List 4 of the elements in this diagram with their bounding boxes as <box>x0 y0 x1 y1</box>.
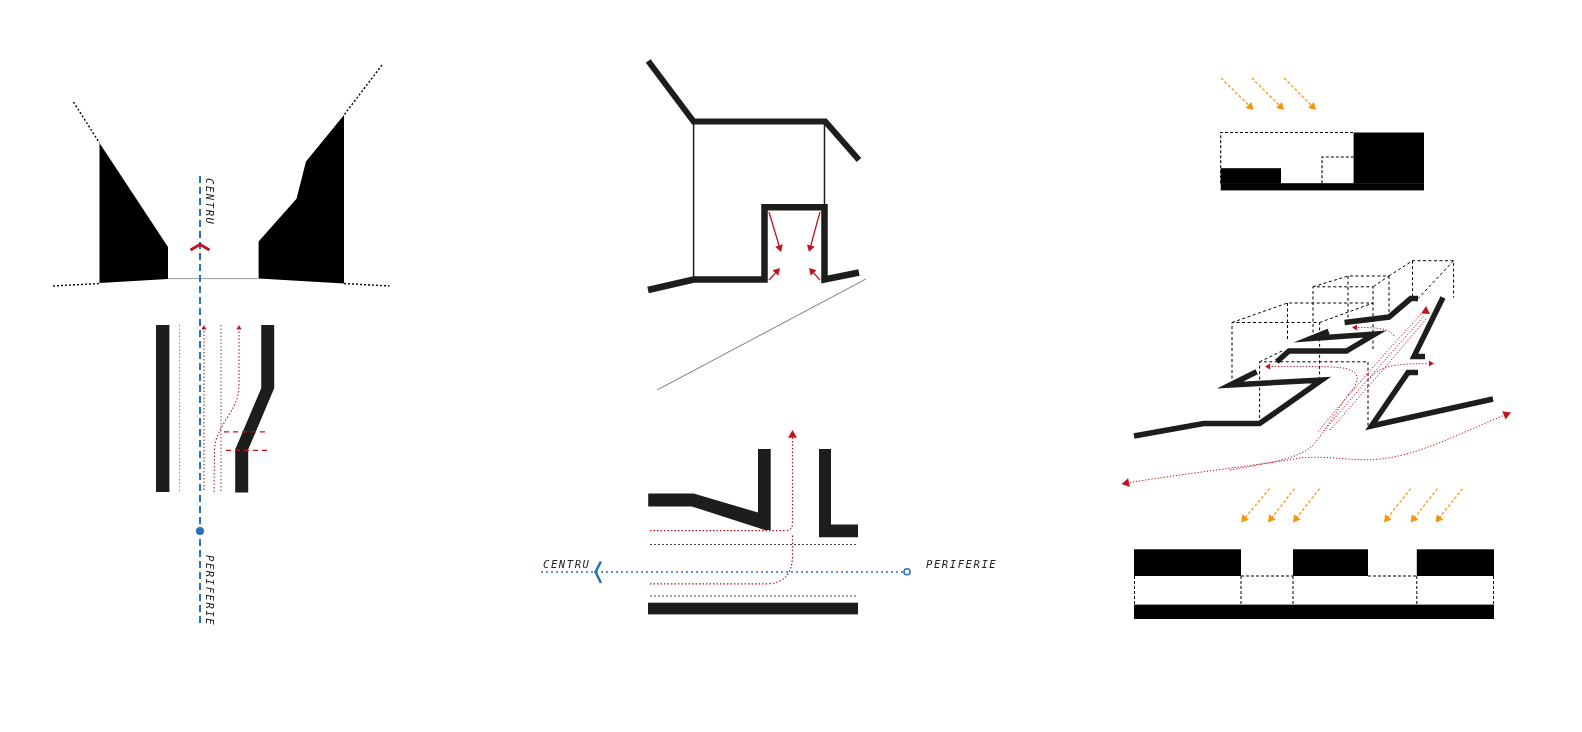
axis-label: PERIFERIE <box>203 555 215 627</box>
axis-label: CENTRU <box>543 558 591 570</box>
axis-label: PERIFERIE <box>926 558 998 570</box>
axis-label: CENTRU <box>203 178 215 226</box>
